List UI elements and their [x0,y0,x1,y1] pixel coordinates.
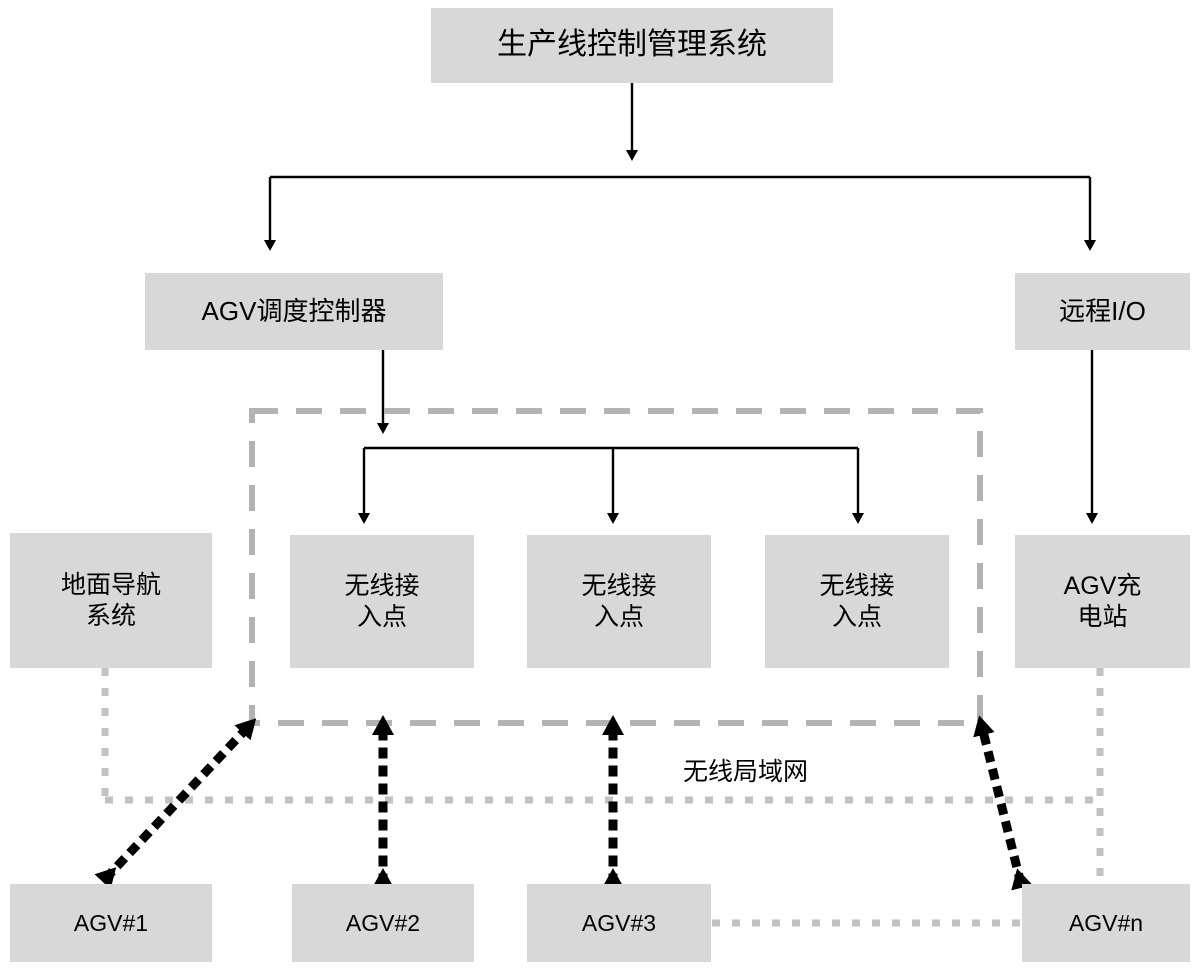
wlan-region-label: 无线局域网 [683,758,809,786]
wireless-link-agv-n [973,715,1033,891]
ground-navigation-dotted-link [101,668,1100,804]
node-agv-n[interactable]: AGV#n [1022,884,1190,962]
node-production-line-control-system[interactable]: 生产线控制管理系统 [431,8,833,83]
node-wireless-access-point-3[interactable]: 无线接 入点 [765,535,949,668]
node-agv-1[interactable]: AGV#1 [10,884,212,962]
ap-distribution-bus [358,446,864,524]
node-ground-navigation-system[interactable]: 地面导航 系统 [10,533,212,668]
node-agv-scheduling-controller[interactable]: AGV调度控制器 [145,273,443,350]
node-agv-2[interactable]: AGV#2 [292,884,474,962]
node-agv-charging-station[interactable]: AGV充 电站 [1015,535,1190,668]
wireless-link-agv-1 [94,718,257,890]
top-distribution-bus [264,175,1096,251]
node-wireless-access-point-1[interactable]: 无线接 入点 [290,535,474,668]
node-agv-3[interactable]: AGV#3 [527,884,711,962]
node-wireless-access-point-2[interactable]: 无线接 入点 [527,535,711,668]
node-remote-io[interactable]: 远程I/O [1015,273,1190,350]
